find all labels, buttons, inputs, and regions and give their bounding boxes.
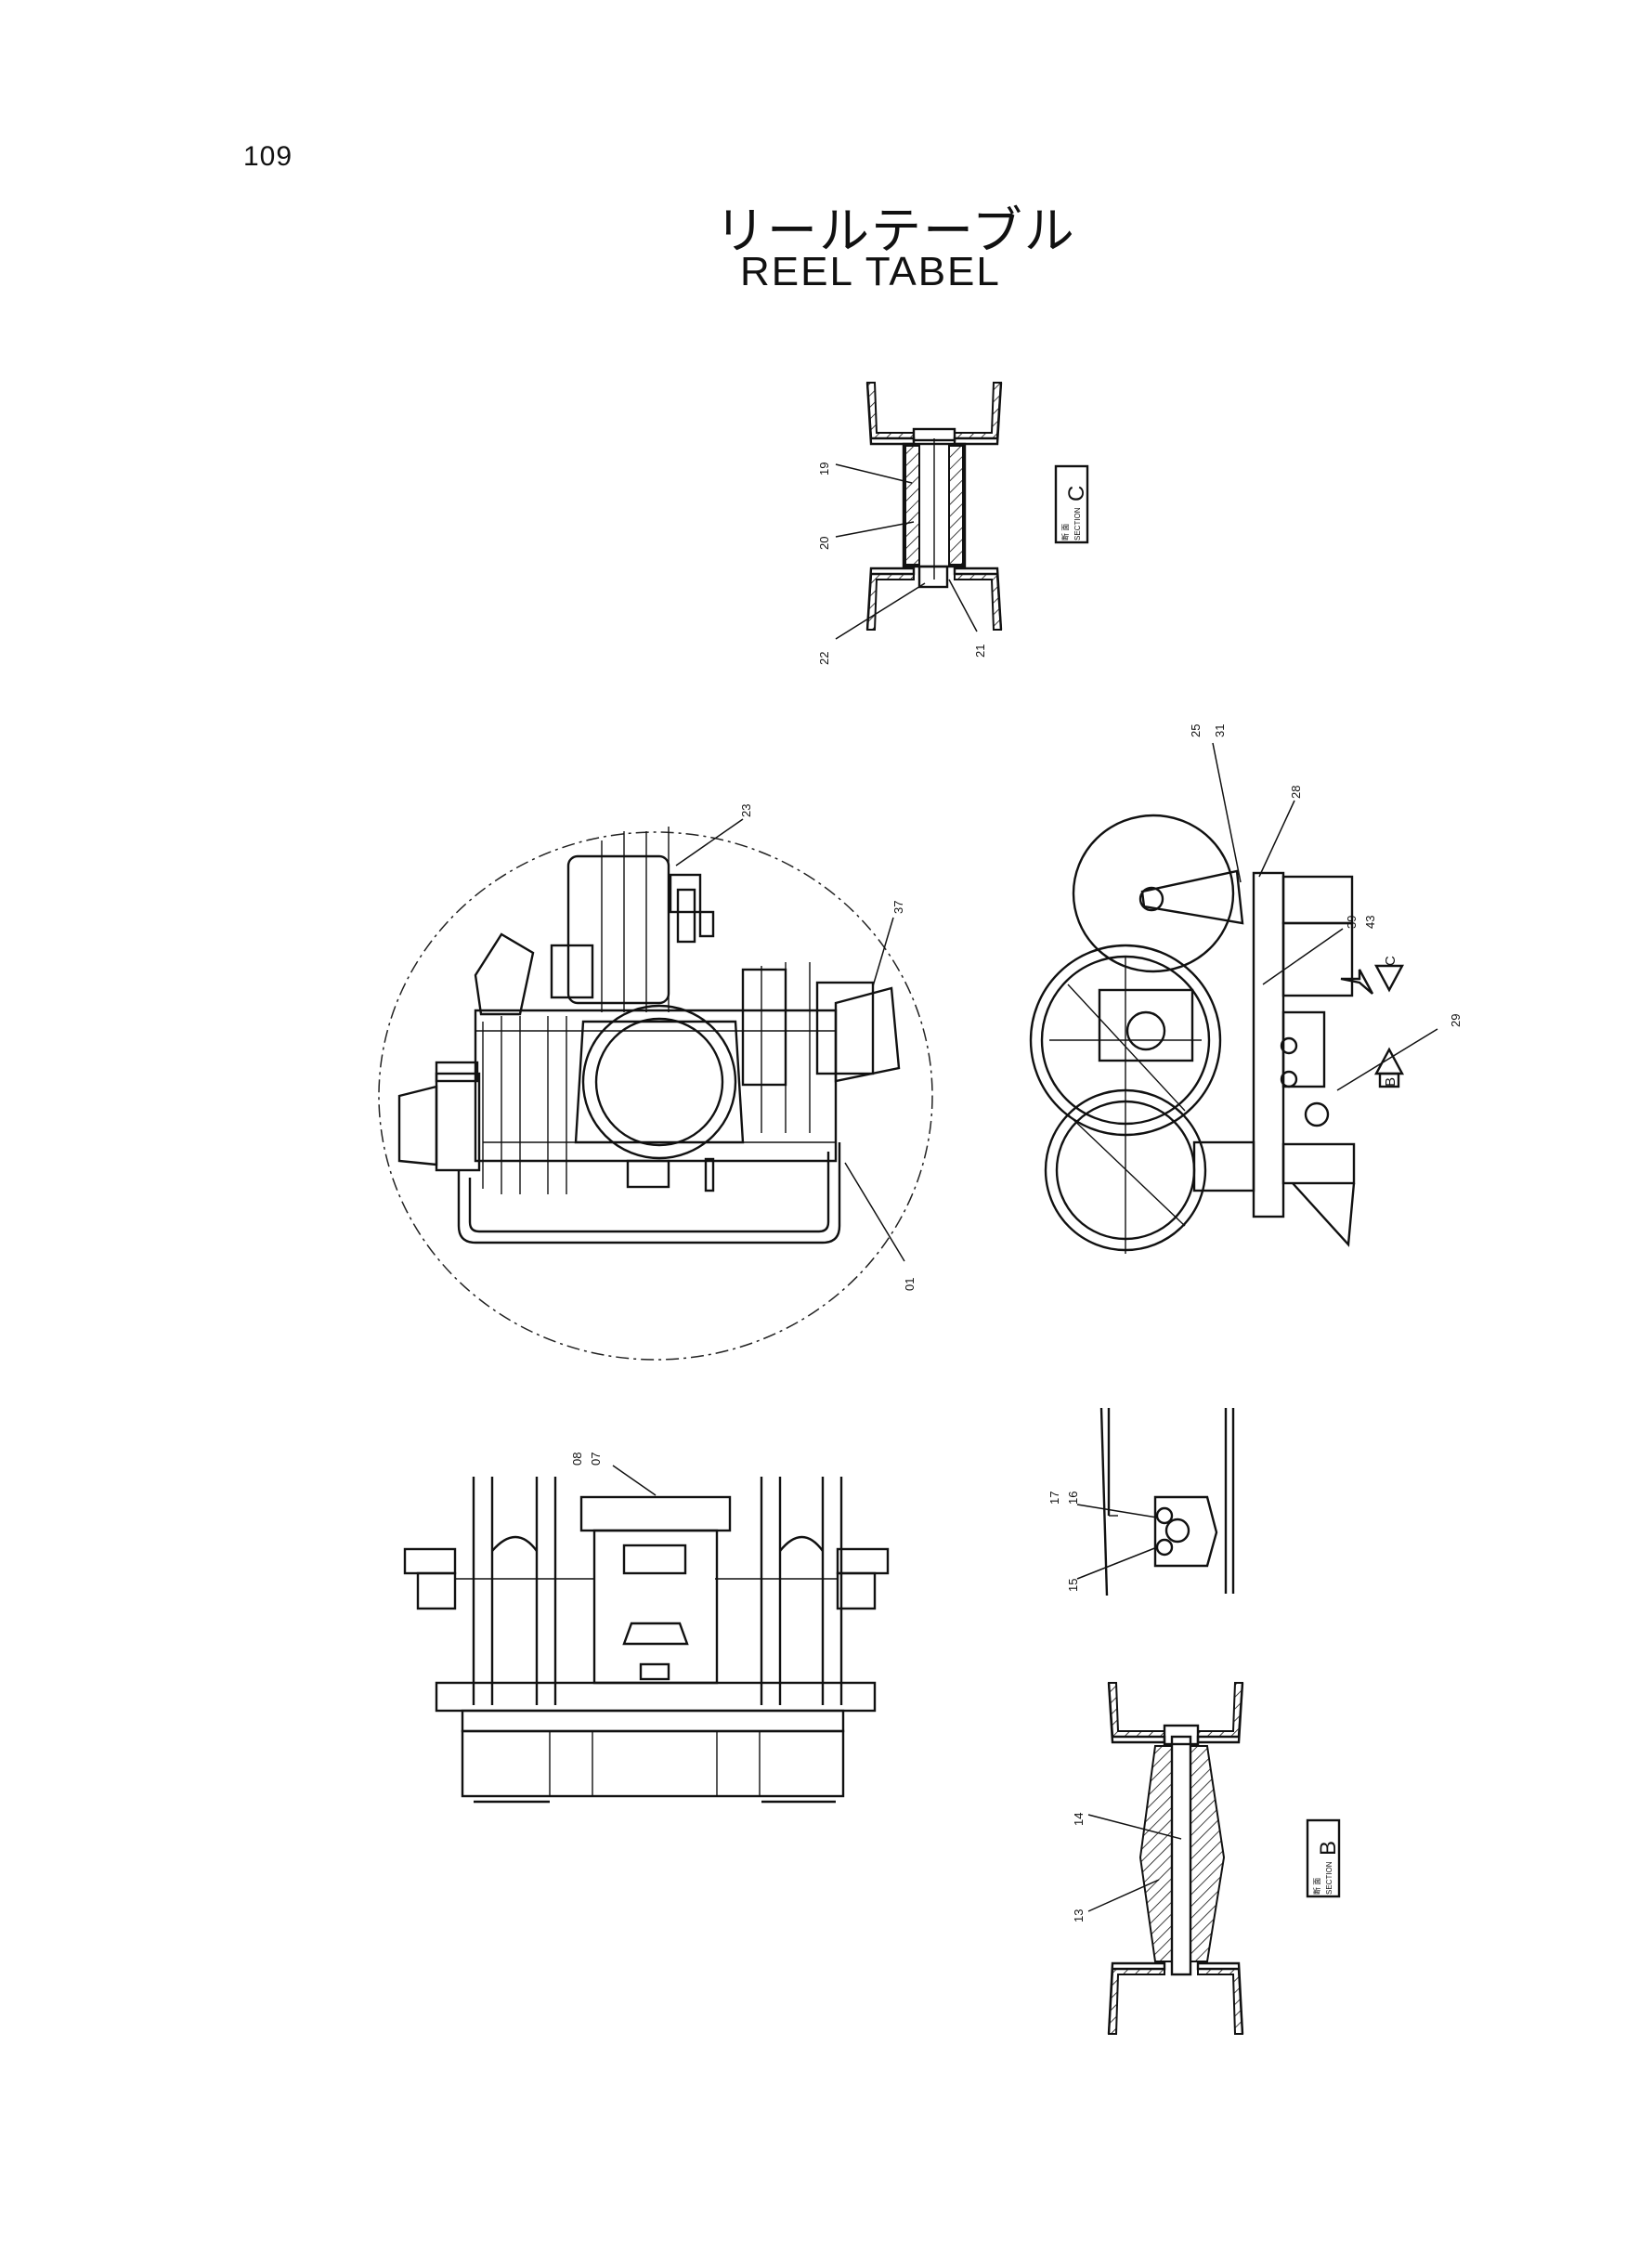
callout-28: 28 — [1289, 786, 1303, 799]
callout-08: 08 — [570, 1453, 584, 1466]
section-b-letter: B — [1316, 1841, 1341, 1856]
section-c-view — [835, 382, 1003, 640]
section-c-label: 断 面 SECTION C — [1054, 464, 1089, 544]
section-b-word: SECTION — [1325, 1861, 1333, 1895]
callout-31: 31 — [1213, 724, 1227, 737]
callout-14: 14 — [1072, 1813, 1086, 1826]
callout-43: 43 — [1363, 916, 1377, 929]
section-c-word: SECTION — [1073, 507, 1082, 541]
section-c-letter: C — [1064, 486, 1089, 502]
section-b-view — [1087, 1682, 1244, 2035]
callout-01: 01 — [903, 1278, 917, 1291]
page-number: 109 — [243, 141, 293, 172]
callout-22: 22 — [817, 652, 831, 665]
front-view — [403, 1465, 890, 1804]
callout-15: 15 — [1066, 1579, 1080, 1592]
detail-view-bolts — [1076, 1407, 1235, 1596]
callout-29: 29 — [1449, 1014, 1463, 1027]
side-view: C B — [1029, 742, 1438, 1254]
view-arrow-c-letter: C — [1383, 956, 1398, 966]
callout-17: 17 — [1047, 1492, 1061, 1505]
section-c-kanji: 断 面 — [1060, 524, 1070, 541]
callout-20: 20 — [817, 537, 831, 550]
callout-23: 23 — [739, 804, 753, 817]
callout-13: 13 — [1072, 1909, 1086, 1922]
title-japanese: リールテーブル — [715, 202, 1076, 260]
section-b-kanji: 断 面 — [1312, 1878, 1321, 1895]
callout-25: 25 — [1189, 724, 1203, 737]
callout-19: 19 — [817, 463, 831, 476]
callout-07: 07 — [589, 1453, 603, 1466]
callout-16: 16 — [1066, 1492, 1080, 1505]
callout-21: 21 — [973, 645, 987, 658]
section-b-label: 断 面 SECTION B — [1306, 1818, 1341, 1898]
top-view — [378, 818, 933, 1361]
view-arrow-b-letter: B — [1383, 1077, 1398, 1087]
callout-39: 39 — [1345, 916, 1359, 929]
title-english: REEL TABEL — [740, 249, 1001, 294]
callout-37: 37 — [891, 901, 905, 914]
